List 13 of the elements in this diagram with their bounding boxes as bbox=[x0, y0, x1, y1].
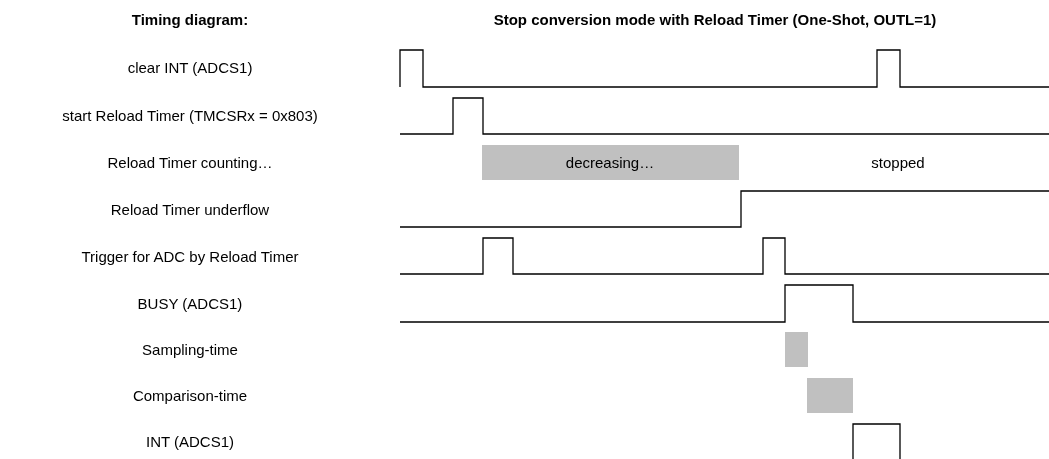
signal-name: INT (ADCS1) bbox=[145, 433, 235, 451]
state-text: stopped bbox=[871, 154, 925, 172]
signal-name: Reload Timer counting… bbox=[107, 154, 273, 172]
signal-name: Sampling-time bbox=[142, 341, 238, 359]
state-text: decreasing… bbox=[565, 154, 655, 172]
signal-name: clear INT (ADCS1) bbox=[127, 59, 253, 77]
signal-name: BUSY (ADCS1) bbox=[137, 295, 243, 313]
heading: Timing diagram: bbox=[131, 11, 249, 29]
signal-name: start Reload Timer (TMCSRx = 0x803) bbox=[62, 107, 318, 125]
signal-name: Reload Timer underflow bbox=[110, 201, 270, 219]
signal-name: Trigger for ADC by Reload Timer bbox=[81, 248, 299, 266]
signal-name: Comparison-time bbox=[132, 387, 248, 405]
diagram-title: Stop conversion mode with Reload Timer (One-Shot, OUTL=1) bbox=[493, 11, 937, 29]
